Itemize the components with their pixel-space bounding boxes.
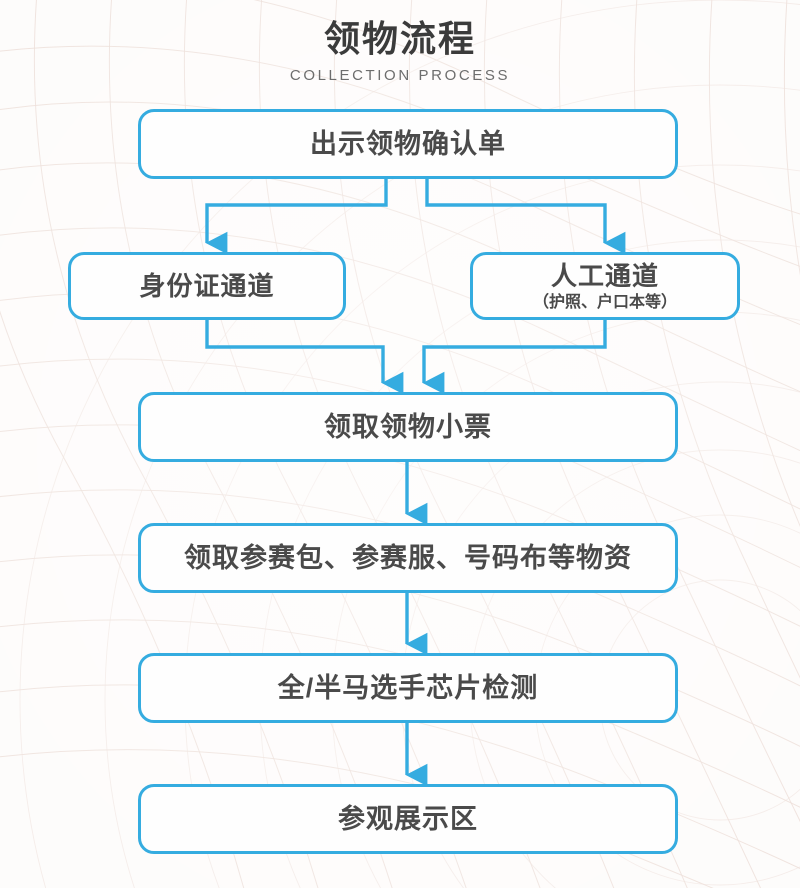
edge-manual-channel-to-get-receipt <box>422 320 607 395</box>
flow-node-chip-check[interactable]: 全/半马选手芯片检测 <box>138 653 678 723</box>
flow-node-label: 全/半马选手芯片检测 <box>277 673 539 703</box>
flow-node-show-confirmation-form[interactable]: 出示领物确认单 <box>138 109 678 179</box>
flow-node-manual-channel[interactable]: 人工通道 （护照、户口本等） <box>470 252 740 320</box>
flow-node-visit-expo-area[interactable]: 参观展示区 <box>138 784 678 854</box>
flow-node-label: 身份证通道 <box>139 271 275 301</box>
edge-show-form-to-id-channel <box>205 179 388 255</box>
flow-node-sublabel: （护照、户口本等） <box>532 293 677 311</box>
flow-node-label: 领取领物小票 <box>324 412 492 442</box>
flow-node-id-card-channel[interactable]: 身份证通道 <box>68 252 346 320</box>
flow-node-label: 参观展示区 <box>338 804 478 834</box>
page-title: 领物流程 <box>323 18 476 59</box>
flow-node-label: 出示领物确认单 <box>310 129 506 159</box>
flow-node-label: 人工通道 <box>550 260 659 291</box>
page-subtitle: COLLECTION PROCESS <box>289 67 511 84</box>
flow-node-get-race-kit[interactable]: 领取参赛包、参赛服、号码布等物资 <box>138 523 678 593</box>
edge-show-form-to-manual-channel <box>425 179 626 255</box>
page-header: 领物流程 COLLECTION PROCESS <box>0 16 800 87</box>
flow-node-label: 领取参赛包、参赛服、号码布等物资 <box>184 543 632 573</box>
flow-node-get-collection-receipt[interactable]: 领取领物小票 <box>138 392 678 462</box>
edge-id-channel-to-get-receipt <box>205 320 404 395</box>
